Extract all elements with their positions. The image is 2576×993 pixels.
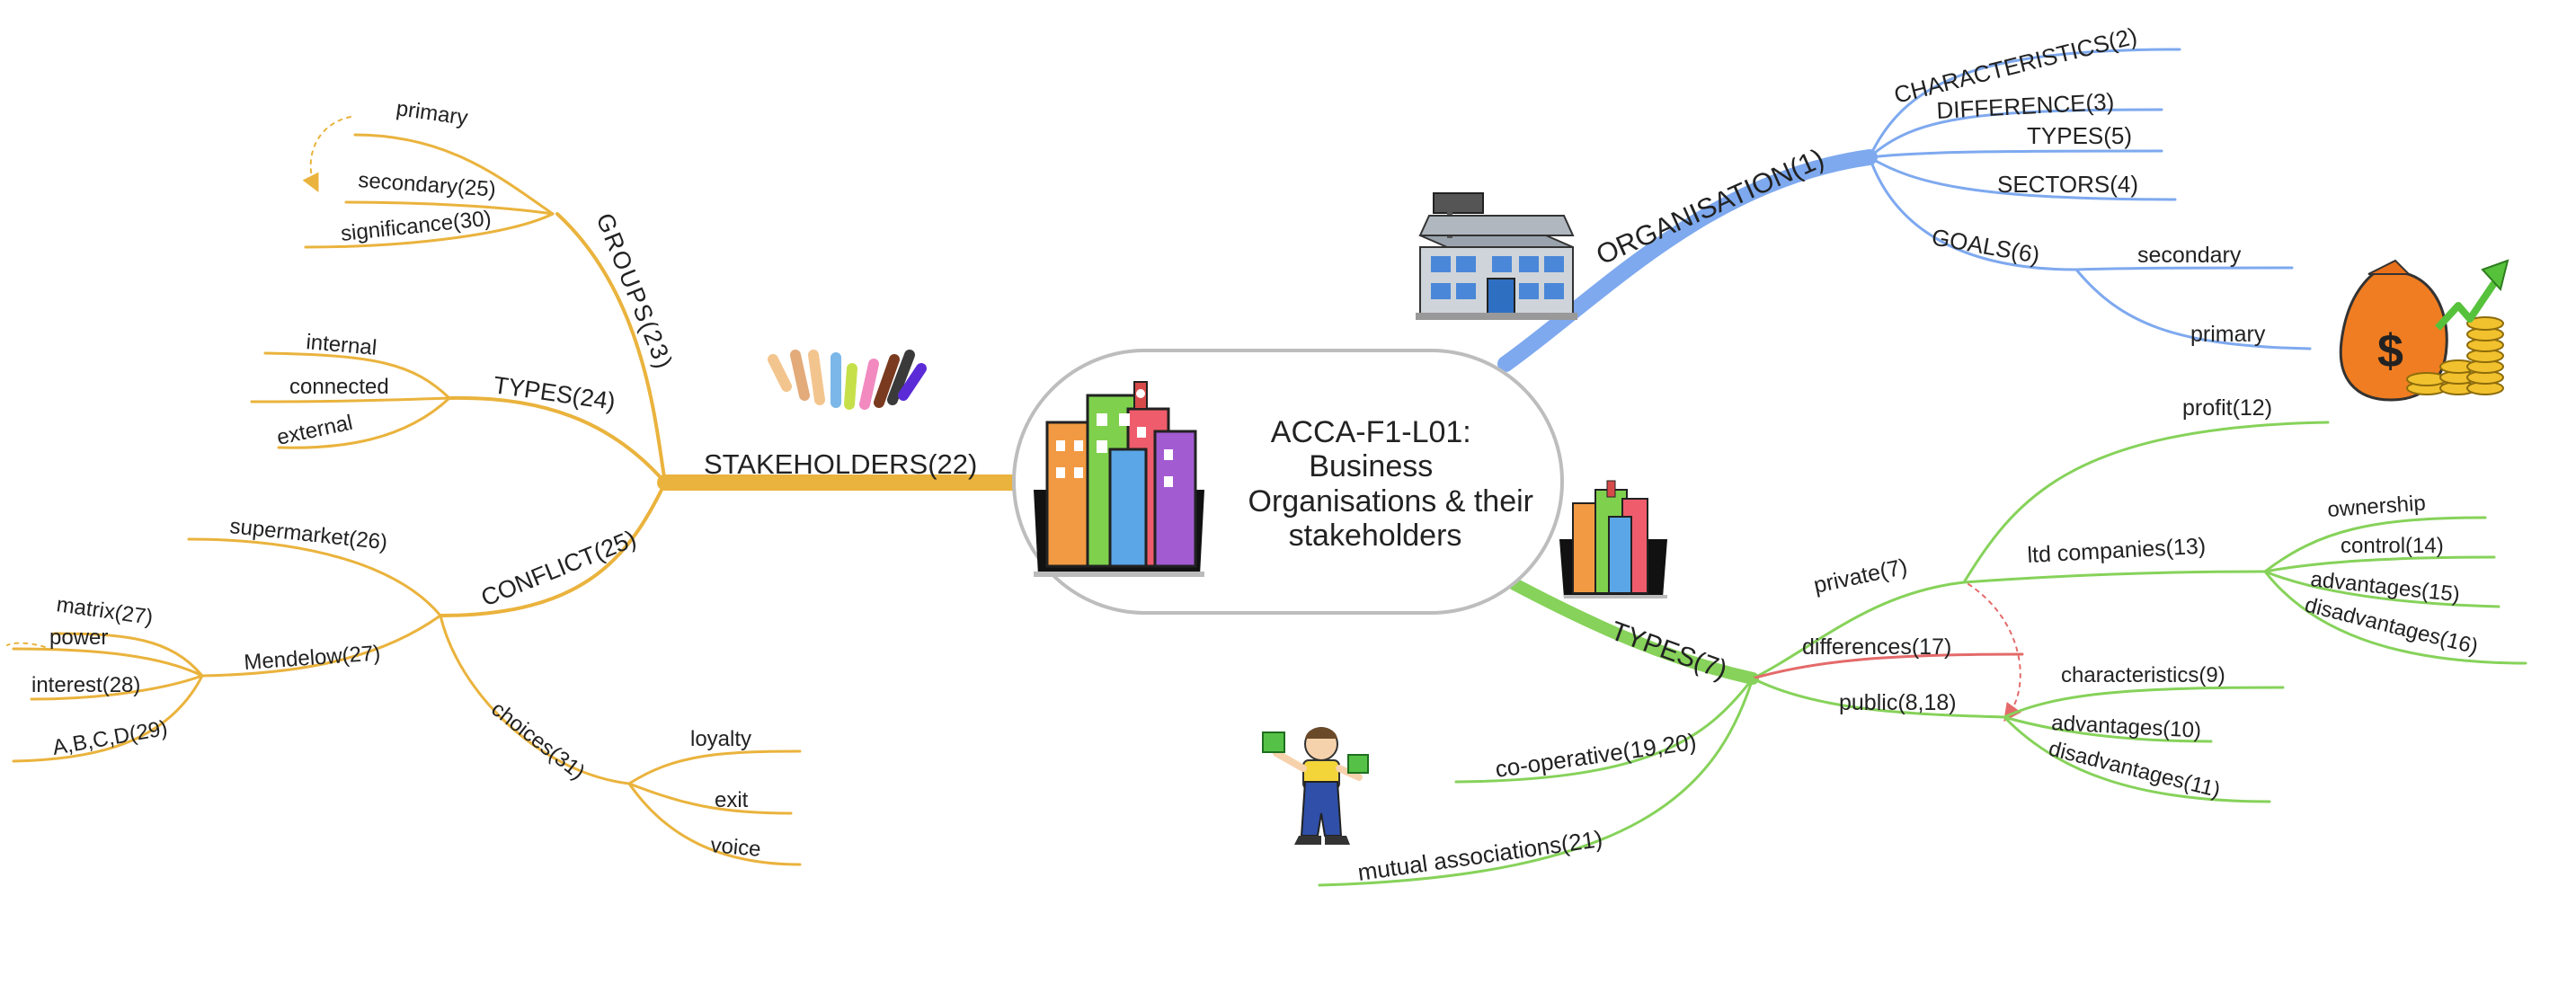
stk-types-line <box>448 395 667 484</box>
mendelow-relation-arrow <box>6 642 46 648</box>
difference-line <box>1868 108 2163 159</box>
central-title-line-2: Business <box>1309 449 1433 483</box>
internal-line <box>263 351 451 400</box>
supermarket-line <box>187 537 442 617</box>
connected-label[interactable]: connected <box>289 375 389 399</box>
organisation-branch[interactable]: ORGANISATION(1) CHARACTERISTICS(2) DIFFE… <box>1497 22 2312 372</box>
dollar-sign: $ <box>2377 325 2403 377</box>
matrix-label[interactable]: matrix(27) <box>55 592 155 630</box>
abcd-line <box>12 674 204 763</box>
central-node[interactable]: ACCA-F1-L01: Business Organisations & th… <box>1012 349 1564 615</box>
mutual-line <box>1318 677 1754 887</box>
types-org-label[interactable]: TYPES(5) <box>2027 122 2132 149</box>
differences-relation-arrow <box>1968 583 2021 723</box>
stk-types-label[interactable]: TYPES(24) <box>492 371 617 415</box>
private-label[interactable]: private(7) <box>1811 554 1909 598</box>
small-building-icon <box>1559 480 1667 598</box>
characteristics-line <box>1868 48 2181 159</box>
stakeholders-label[interactable]: STAKEHOLDERS(22) <box>704 448 977 480</box>
differences-line <box>1751 652 2024 680</box>
types-org-line <box>1868 149 2163 159</box>
groups-relation-arrow <box>302 116 351 192</box>
interest-label[interactable]: interest(28) <box>31 673 140 697</box>
organisation-main-line <box>1497 149 1878 372</box>
power-line <box>12 647 204 678</box>
types-label[interactable]: TYPES(7) <box>1607 616 1731 686</box>
cooperative-line <box>1454 677 1754 784</box>
money-bag-icon: $ <box>2339 259 2509 402</box>
goals-label[interactable]: GOALS(6) <box>1930 223 2042 269</box>
public-label[interactable]: public(8,18) <box>1839 690 1957 715</box>
difference-label[interactable]: DIFFERENCE(3) <box>1936 88 2115 124</box>
ownership-line <box>2263 516 2487 573</box>
loyalty-line <box>627 749 802 785</box>
control-label[interactable]: control(14) <box>2341 534 2444 558</box>
primary-line <box>353 133 555 216</box>
raised-hands-icon <box>768 350 927 410</box>
cooperative-label[interactable]: co-operative(19,20) <box>1494 728 1698 783</box>
sectors-line <box>1868 155 2177 201</box>
voice-line <box>627 782 802 866</box>
interest-line <box>30 674 204 701</box>
secondary-label[interactable]: secondary(25) <box>358 168 497 202</box>
conflict-line <box>439 481 667 617</box>
central-title: ACCA-F1-L01: Business Organisations & th… <box>1248 415 1542 553</box>
control-line <box>2263 555 2496 573</box>
ltd-label[interactable]: ltd companies(13) <box>2027 534 2207 568</box>
significance-line <box>304 212 555 249</box>
ownership-label[interactable]: ownership <box>2327 491 2427 522</box>
external-line <box>277 396 451 449</box>
mutual-label[interactable]: mutual associations(21) <box>1356 825 1604 886</box>
goals-primary-line <box>2074 268 2312 350</box>
choices-line <box>439 614 631 785</box>
types-main-line <box>1508 578 1759 685</box>
connected-line <box>250 396 451 403</box>
voice-label[interactable]: voice <box>709 833 761 862</box>
significance-label[interactable]: significance(30) <box>340 207 493 246</box>
central-title-line-1: ACCA-F1-L01: <box>1271 415 1471 449</box>
profit-label[interactable]: profit(12) <box>2182 395 2272 421</box>
primary-label[interactable]: primary <box>395 96 469 130</box>
central-title-line-4: stakeholders <box>1289 519 1462 553</box>
worker-icon <box>1262 727 1369 845</box>
exit-line <box>627 782 793 815</box>
loyalty-label[interactable]: loyalty <box>690 727 751 751</box>
goals-secondary-label[interactable]: secondary <box>2137 243 2242 268</box>
goals-line <box>1868 155 2078 271</box>
disadvantages-pub-label[interactable]: disadvantages(11) <box>2047 737 2223 803</box>
goals-secondary-line <box>2074 266 2294 271</box>
mendelow-label[interactable]: Mendelow(27) <box>244 641 382 675</box>
disadvantages-ltd-line <box>2263 570 2527 665</box>
characteristics-pub-line <box>2003 686 2285 719</box>
private-line <box>1751 581 1966 680</box>
advantages-pub-line <box>2003 715 2213 743</box>
advantages-pub-label[interactable]: advantages(10) <box>2051 711 2202 743</box>
characteristics-pub-label[interactable]: characteristics(9) <box>2061 663 2225 687</box>
conflict-label[interactable]: CONFLICT(25) <box>477 525 640 611</box>
matrix-line <box>52 632 204 678</box>
choices-label[interactable]: choices(31) <box>486 696 589 785</box>
abcd-label[interactable]: A,B,C,D(29) <box>50 716 169 760</box>
groups-label[interactable]: GROUPS(23) <box>591 209 678 374</box>
building-cartoon-icon <box>1034 381 1204 577</box>
public-line <box>1751 677 2006 719</box>
differences-label[interactable]: differences(17) <box>1802 634 1951 660</box>
profit-line <box>1962 421 2330 584</box>
mendelow-line <box>200 614 442 678</box>
office-building-icon <box>1416 192 1577 320</box>
groups-line <box>555 212 667 484</box>
secondary-line <box>344 200 555 216</box>
goals-primary-label[interactable]: primary <box>2190 322 2266 347</box>
central-title-line-3: Organisations & their <box>1248 484 1534 519</box>
advantages-ltd-line <box>2263 570 2500 608</box>
power-label[interactable]: power <box>49 625 108 650</box>
organisation-label[interactable]: ORGANISATION(1) <box>1592 142 1829 270</box>
ltd-line <box>1962 570 2267 584</box>
disadvantages-pub-line <box>2003 715 2271 803</box>
exit-label[interactable]: exit <box>715 788 749 812</box>
sectors-label[interactable]: SECTORS(4) <box>1997 171 2138 198</box>
stakeholders-branch[interactable]: STAKEHOLDERS(22) GROUPS(23) primary seco… <box>6 96 1024 866</box>
